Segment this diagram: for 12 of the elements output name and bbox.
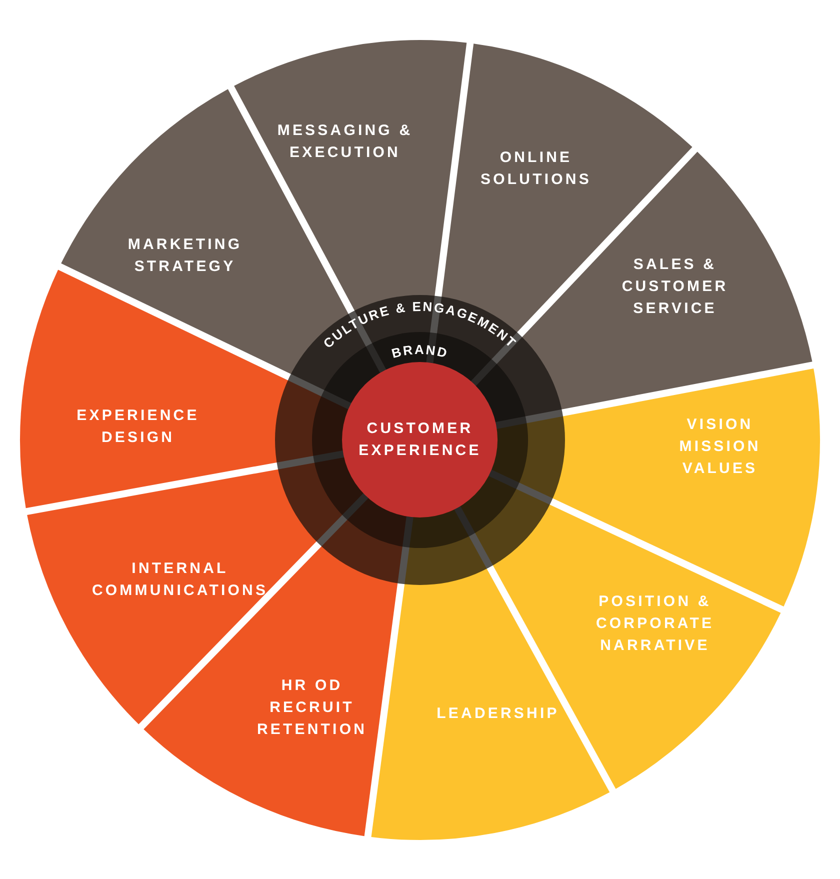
segment-label: EXPERIENCE DESIGN [76,406,200,448]
segment-label: SALES & CUSTOMER SERVICE [620,255,730,319]
segment-label: VISION MISSION VALUES [678,415,762,479]
segment-label: LEADERSHIP [436,704,560,724]
ring-label: BRAND [390,342,450,362]
segment-label: HR OD RECRUIT RETENTION [256,676,368,740]
center-label: CUSTOMER EXPERIENCE [358,418,482,461]
segment-label: MARKETING STRATEGY [126,235,244,277]
segment-label: POSITION & CORPORATE NARRATIVE [594,592,716,656]
segment-label: ONLINE SOLUTIONS [480,148,592,190]
segment-label: INTERNAL COMMUNICATIONS [90,559,270,601]
segment-label: MESSAGING & EXECUTION [276,121,414,163]
